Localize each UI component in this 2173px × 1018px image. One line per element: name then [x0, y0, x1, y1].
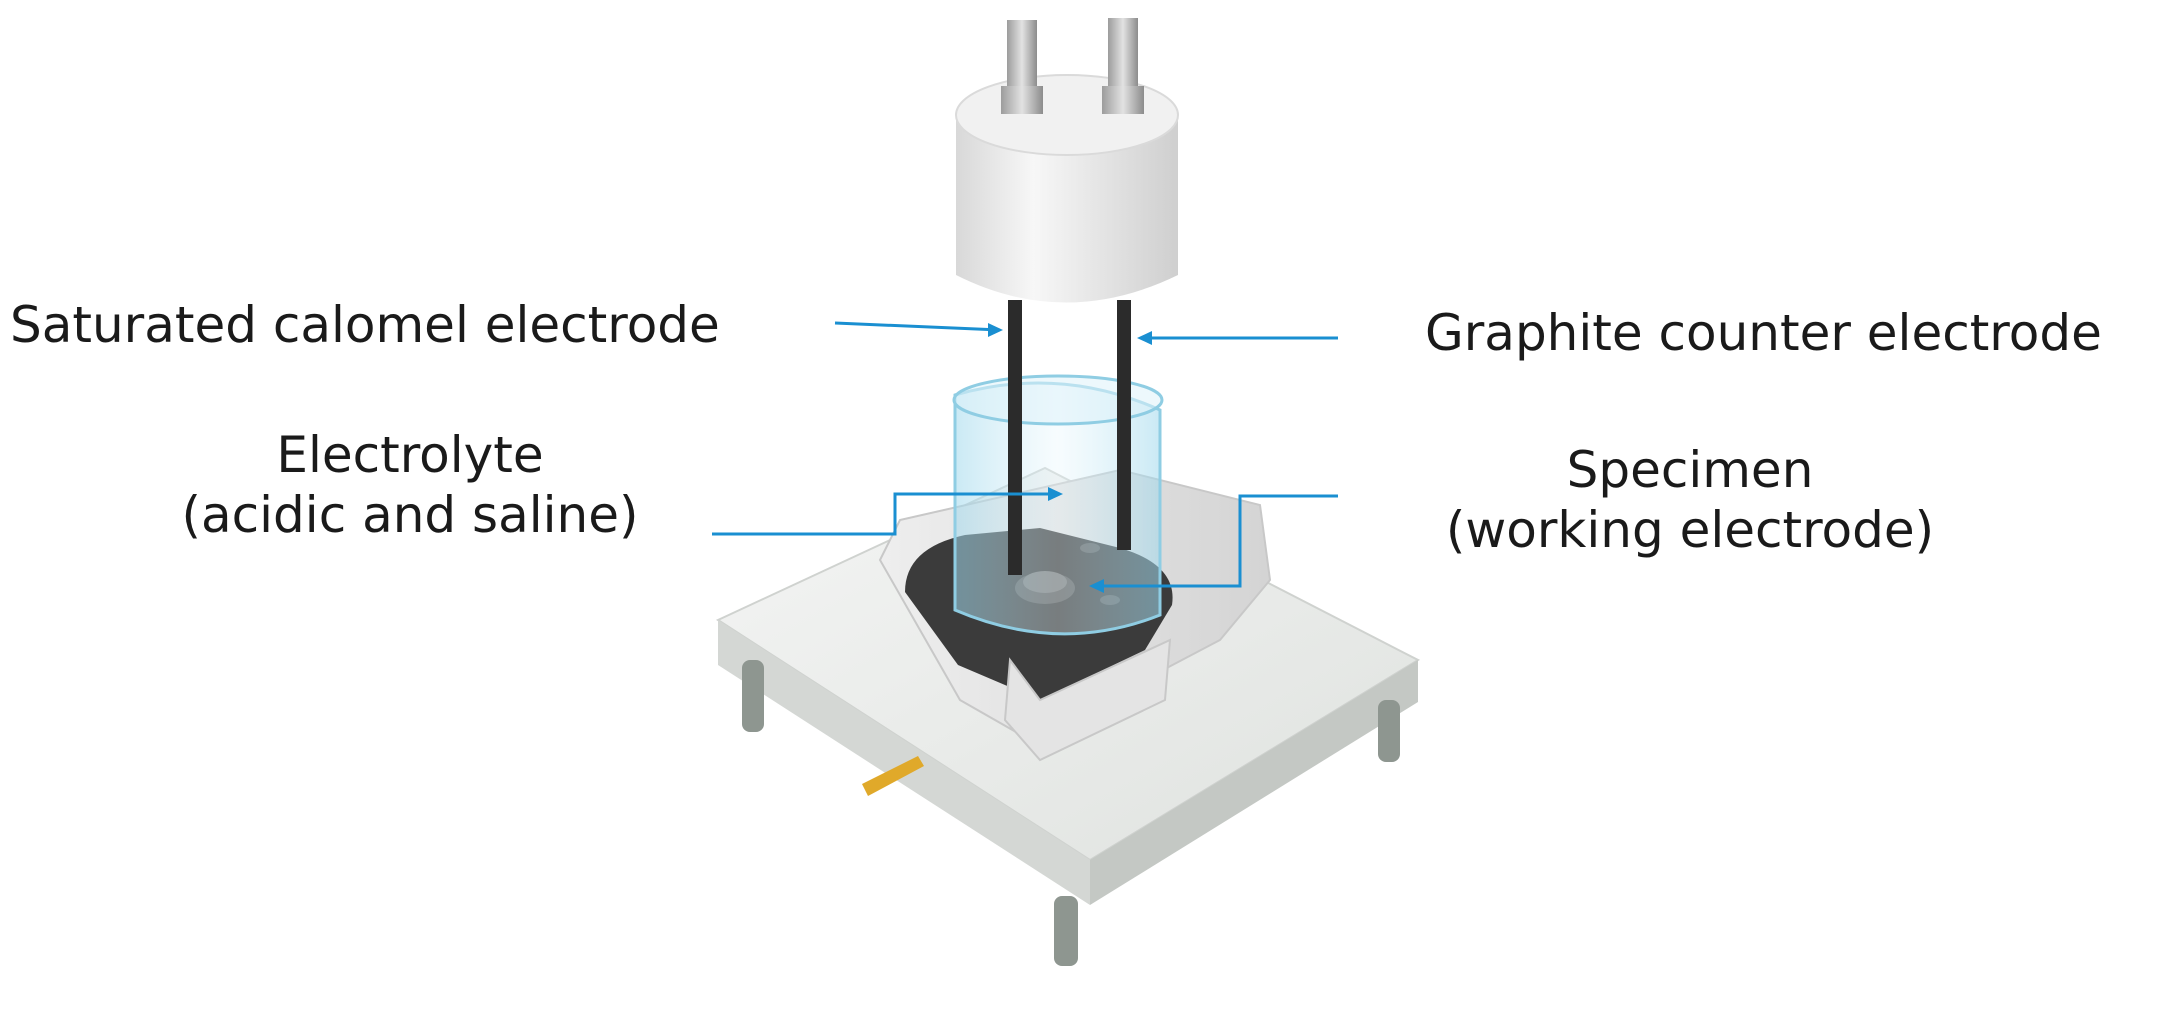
label-electrolyte-line2: (acidic and saline) [181, 486, 639, 544]
label-specimen: Specimen (working electrode) [1425, 440, 1955, 560]
callout-specimen [1089, 494, 1338, 593]
callout-lines [712, 321, 1338, 593]
terminal-bolts [1001, 18, 1144, 114]
label-saturated-calomel-electrode: Saturated calomel electrode [10, 296, 720, 354]
label-specimen-line1: Specimen [1566, 441, 1814, 499]
electrode-rods [1008, 300, 1131, 575]
label-electrolyte: Electrolyte (acidic and saline) [140, 425, 680, 545]
label-specimen-line2: (working electrode) [1445, 501, 1935, 559]
electrode-cap [955, 74, 1179, 303]
callout-sce [834, 321, 1003, 337]
brass-pin [862, 756, 924, 796]
glass-beaker [952, 374, 1164, 636]
base-feet [742, 660, 1400, 966]
label-graphite-counter-electrode: Graphite counter electrode [1425, 304, 2102, 362]
label-electrolyte-line1: Electrolyte [276, 426, 544, 484]
callout-graphite [1137, 331, 1338, 345]
callout-electrolyte [712, 487, 1063, 536]
